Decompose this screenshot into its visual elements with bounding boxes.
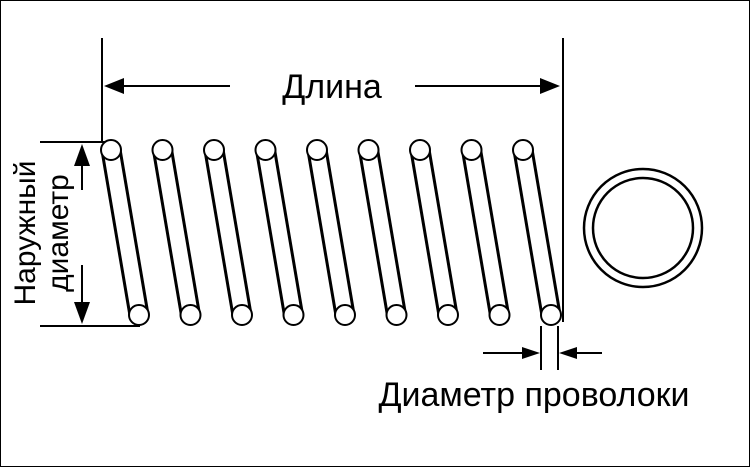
coil-end-top — [409, 139, 431, 161]
spring-coil — [100, 139, 150, 326]
coil-end-bottom — [540, 304, 562, 326]
spring-coil — [512, 139, 562, 326]
coil-fill — [103, 148, 147, 317]
coil-fill — [258, 148, 301, 317]
spring-coil — [460, 139, 511, 326]
coil-end-top — [357, 139, 380, 161]
end-view-outer-circle — [582, 167, 704, 289]
coil-end-bottom — [334, 304, 356, 326]
outer-diameter-arrowhead-top — [74, 144, 90, 166]
spring-coil — [357, 139, 408, 326]
coil-end-bottom — [179, 304, 202, 326]
spring-coil — [203, 139, 253, 326]
coil-end-bottom — [128, 304, 150, 326]
coil-fill — [206, 148, 250, 317]
wire-diameter-arrowhead-right — [559, 347, 577, 359]
coil-fill — [515, 148, 559, 317]
wire-diameter-label: Диаметр проволоки — [378, 376, 689, 414]
coil-end-top — [203, 139, 225, 161]
coil-end-top — [151, 139, 174, 161]
coil-end-top — [512, 139, 534, 161]
outer-diameter-arrowhead-bottom — [74, 302, 90, 324]
spring-coil — [306, 139, 356, 326]
coil-end-bottom — [385, 304, 408, 326]
coil-fill — [412, 148, 456, 317]
length-arrowhead-right — [540, 78, 560, 94]
coil-end-top — [306, 139, 328, 161]
coil-end-bottom — [231, 304, 253, 326]
end-view-inner-circle — [591, 176, 695, 280]
coil-end-top — [100, 139, 122, 161]
spring-coils — [100, 139, 562, 326]
coil-end-bottom — [282, 304, 305, 326]
spring-coil — [151, 139, 202, 326]
coil-fill — [309, 148, 353, 317]
wire-diameter-arrowhead-left — [522, 347, 540, 359]
coil-fill — [464, 148, 507, 317]
spring-coil — [254, 139, 305, 326]
coil-fill — [361, 148, 404, 317]
length-label: Длина — [282, 68, 382, 106]
outer-diameter-label-line2: диаметр — [42, 174, 75, 292]
spring-coil — [409, 139, 459, 326]
coil-fill — [155, 148, 198, 317]
coil-end-top — [254, 139, 277, 161]
coil-end-bottom — [437, 304, 459, 326]
length-arrowhead-left — [104, 78, 124, 94]
outer-diameter-label-line1: Наружный — [9, 161, 42, 306]
coil-end-bottom — [488, 304, 511, 326]
coil-end-top — [460, 139, 483, 161]
